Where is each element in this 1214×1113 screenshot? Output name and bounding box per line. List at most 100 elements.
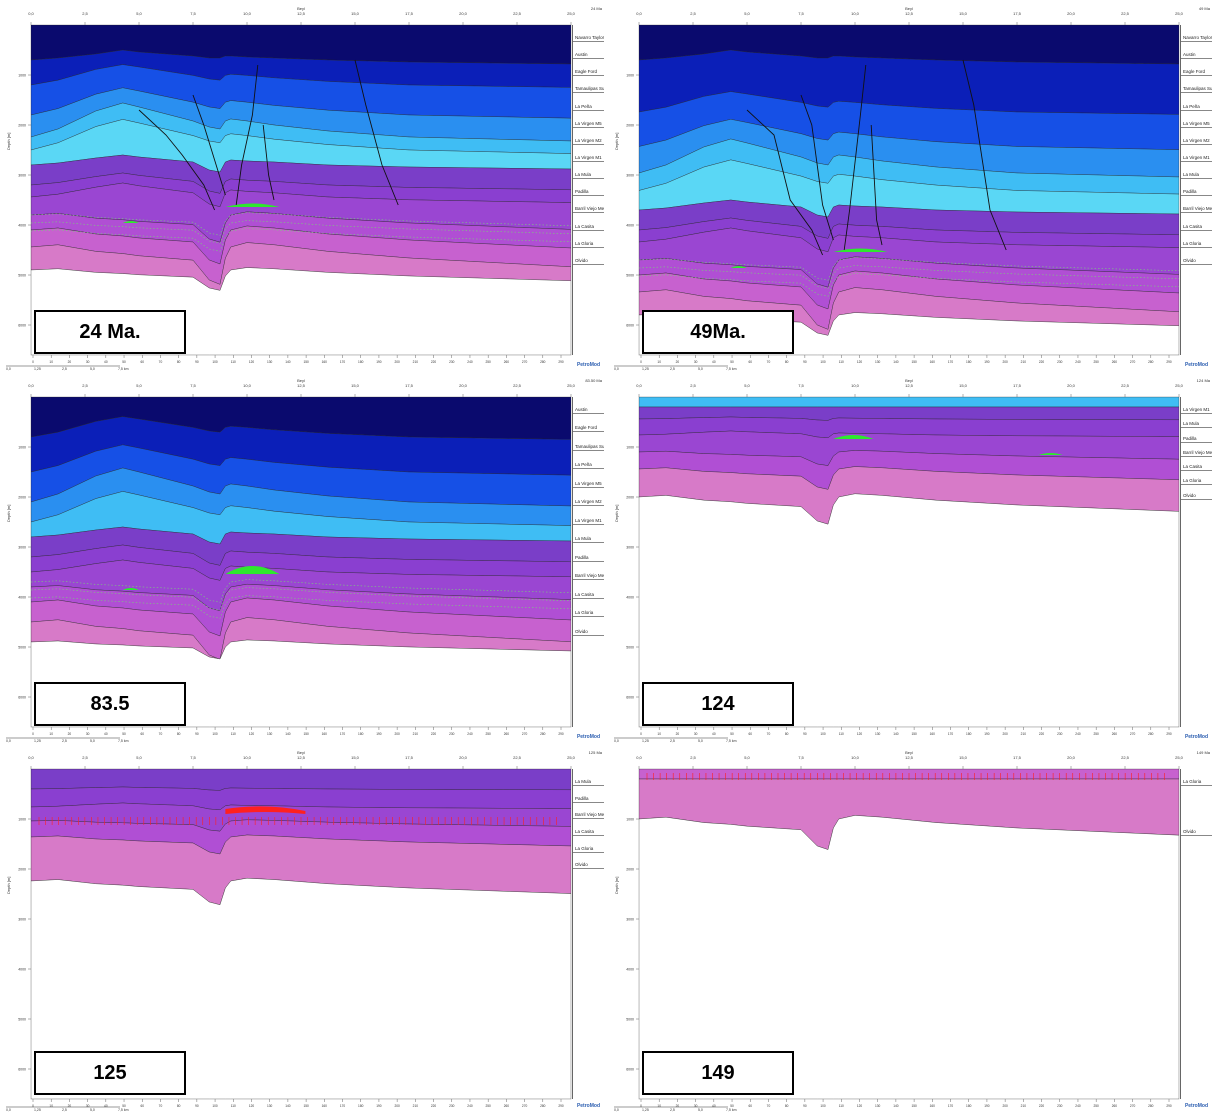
bottom-tick-label: 290 (558, 360, 564, 364)
legend-separator (573, 835, 604, 836)
legend-separator (1181, 484, 1212, 486)
legend-separator (1181, 498, 1212, 500)
fault-line (800, 94, 834, 241)
bottom-tick-label: 170 (948, 732, 954, 736)
depth-tick-label: 2000 (626, 496, 634, 500)
bottom-tick-label: 110 (839, 732, 844, 736)
top-tick-label: 20,0 (459, 755, 468, 760)
legend-separator (1181, 58, 1212, 60)
bottom-tick-label: 70 (159, 732, 163, 736)
bottom-tick-label: 20 (68, 1104, 72, 1108)
bottom-tick-label: 90 (803, 732, 807, 736)
depth-tick-label: 1000 (626, 74, 634, 78)
bottom-tick-label: 170 (340, 732, 346, 736)
legend-separator (1181, 413, 1212, 414)
top-tick-label: 10,0 (851, 383, 860, 388)
depth-tick-label: 5000 (626, 646, 634, 650)
bottom-tick-label: 220 (1039, 1104, 1045, 1108)
stratum-layer (31, 878, 571, 1099)
legend-item: Padilla (575, 795, 589, 801)
bottom-tick-label: 230 (449, 732, 455, 736)
legend-item: Padilla (575, 554, 589, 560)
legend-separator (1181, 143, 1212, 145)
legend-separator (573, 505, 604, 507)
age-stamp: 83.50 Ma (585, 378, 602, 383)
bottom-tick-label: 160 (930, 732, 936, 736)
bottom-tick-label: 0 (32, 732, 34, 736)
top-tick-label: 2,5 (690, 11, 696, 16)
legend-item: Padilla (575, 189, 589, 195)
legend-item: Austin (1183, 52, 1196, 58)
bottom-tick-label: 40 (712, 732, 716, 736)
petromod-logo: PetroMod (1184, 362, 1208, 368)
bottom-tick-label: 160 (930, 1104, 936, 1108)
depth-tick-label: 1000 (18, 818, 26, 822)
depth-tick-label: 1000 (18, 446, 26, 450)
legend-separator (573, 579, 604, 581)
depth-tick-label: 3000 (626, 174, 634, 178)
bottom-tick-label: 130 (267, 1104, 273, 1108)
bottom-tick-label: 10 (49, 1104, 53, 1108)
scale-bar-label: 0,0 (6, 367, 11, 371)
scale-bar-label: 7,5 km (726, 739, 737, 743)
scale-bar-label: 0,0 (6, 739, 11, 743)
bottom-tick-label: 130 (875, 732, 881, 736)
strata-group (639, 769, 1179, 1099)
top-tick-label: 5,0 (744, 11, 750, 16)
top-tick-label: 22,5 (1121, 383, 1130, 388)
bottom-tick-label: 210 (1021, 360, 1027, 364)
top-tick-label: 17,5 (405, 755, 414, 760)
bottom-tick-label: 20 (68, 360, 72, 364)
scale-bar-label: 0,0 (614, 739, 619, 743)
bottom-tick-label: 40 (712, 360, 716, 364)
age-stamp: 149 Ma (1196, 750, 1210, 755)
bottom-tick-label: 220 (1039, 360, 1045, 364)
hydrocarbon-accumulation (225, 203, 280, 207)
top-tick-label: 7,5 (190, 383, 196, 388)
top-tick-label: 17,5 (405, 383, 414, 388)
strata-group (31, 769, 571, 1099)
stratum-layer (639, 397, 1179, 408)
depth-axis-title: Depth [m] (6, 505, 11, 522)
bottom-tick-label: 90 (803, 1104, 807, 1108)
migration-trace (639, 257, 1179, 281)
bottom-tick-label: 70 (767, 732, 771, 736)
scale-bar-label: 1,25 (34, 739, 41, 743)
legend-item: La Virgen M5 (1183, 120, 1210, 126)
bottom-tick-label: 260 (1112, 732, 1118, 736)
bottom-tick-label: 210 (413, 360, 419, 364)
bottom-tick-label: 0 (640, 360, 642, 364)
bottom-tick-label: 280 (540, 732, 546, 736)
depth-axis-title: Depth [m] (614, 877, 619, 894)
scale-bar-label: 1,25 (642, 1108, 649, 1112)
bottom-tick-label: 60 (140, 732, 144, 736)
bottom-tick-label: 180 (966, 1104, 972, 1108)
bottom-tick-label: 100 (212, 1104, 218, 1108)
top-tick-label: 5,0 (136, 11, 142, 16)
bottom-tick-label: 230 (1057, 1104, 1063, 1108)
top-tick-label: 15,0 (351, 11, 360, 16)
bottom-tick-label: 190 (376, 732, 382, 736)
depth-tick-label: 4000 (18, 596, 26, 600)
depth-tick-label: 5000 (626, 274, 634, 278)
legend-separator (1181, 246, 1212, 248)
top-axis-title: Beyl (297, 378, 305, 383)
scale-bar-label: 2,5 (670, 739, 675, 743)
scale-bar-label: 7,5 km (726, 367, 737, 371)
legend-item: La Gloria (1183, 779, 1202, 784)
bottom-tick-label: 70 (159, 360, 163, 364)
top-tick-label: 25,0 (567, 755, 576, 760)
legend-item: Eagle Ford (575, 425, 598, 431)
fault-line (870, 124, 883, 246)
bottom-tick-label: 230 (449, 360, 455, 364)
depth-tick-label: 4000 (626, 224, 634, 228)
bottom-tick-label: 160 (322, 1104, 328, 1108)
bottom-tick-label: 250 (1094, 360, 1100, 364)
legend-item: La Virgen M1 (1183, 407, 1210, 412)
bottom-tick-label: 100 (820, 732, 826, 736)
top-tick-label: 10,0 (243, 11, 252, 16)
strata-group (31, 397, 571, 727)
